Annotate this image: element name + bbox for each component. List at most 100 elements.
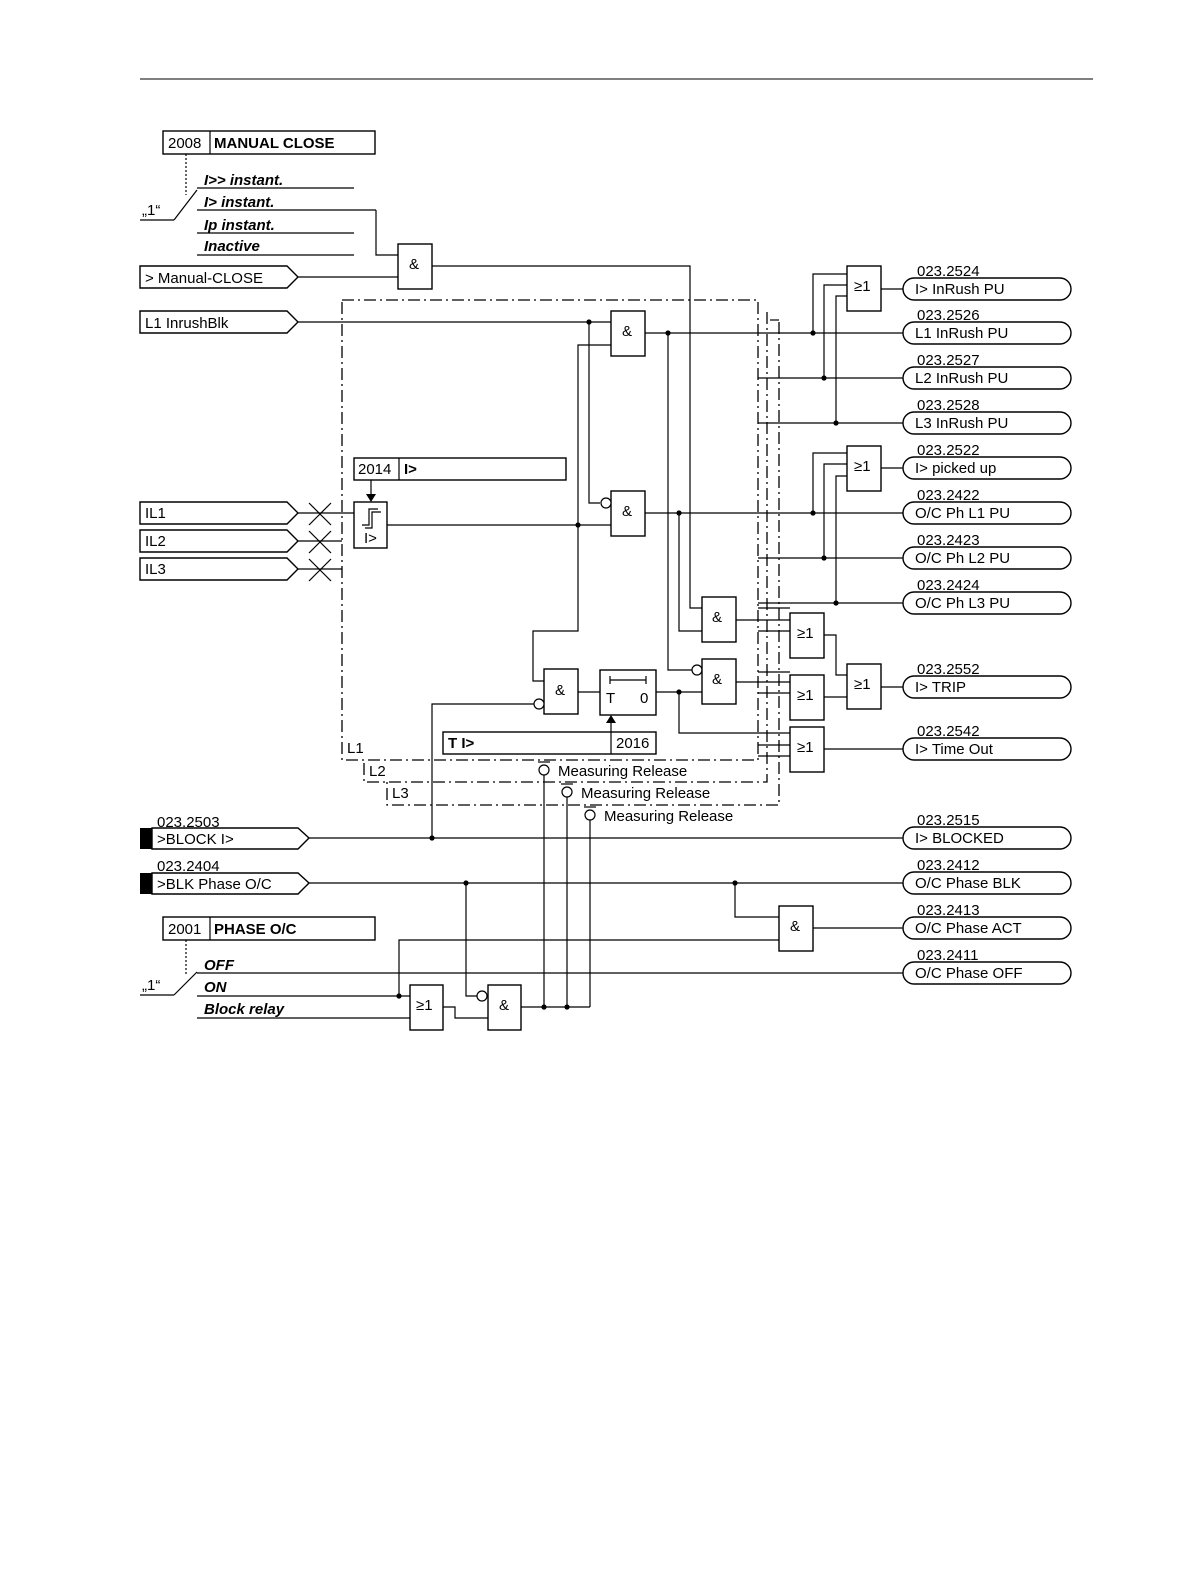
gate-symbol: ≥1	[854, 278, 871, 295]
output-address: 023.2526	[917, 307, 980, 324]
or-gate-phase-trip: ≥1 ≥1 ≥1	[789, 612, 903, 773]
delay-name: T I>	[448, 735, 474, 752]
output-pill	[902, 366, 1072, 390]
input-address: 023.2404	[157, 858, 220, 875]
output-pill	[902, 591, 1072, 615]
output-address: 023.2413	[917, 902, 980, 919]
input-il3: IL3	[139, 557, 342, 582]
phase-oc-name: PHASE O/C	[214, 921, 297, 938]
output-address: 023.2524	[917, 263, 980, 280]
phase-frames: L1 L2 L3	[341, 299, 780, 806]
manual-close-opt-3: Inactive	[204, 238, 260, 255]
output-pill	[902, 546, 1072, 570]
input-block-i: 023.2503 >BLOCK I>	[140, 814, 903, 850]
input-label: IL1	[145, 505, 166, 522]
output-pill	[902, 961, 1072, 985]
input-manual-close: > Manual-CLOSE	[139, 265, 398, 289]
output-address: 023.2552	[917, 661, 980, 678]
phase-stubs	[758, 319, 903, 757]
input-label: > Manual-CLOSE	[145, 270, 263, 287]
output-address: 023.2542	[917, 723, 980, 740]
and-gate-timer: &	[555, 682, 565, 699]
input-address: 023.2503	[157, 814, 220, 831]
or-gate-inrush: ≥1	[810, 265, 903, 426]
input-label: L1 InrushBlk	[145, 315, 229, 332]
input-blk-phase: 023.2404 >BLK Phase O/C	[140, 858, 903, 1002]
phase-oc-opt-2: Block relay	[204, 1001, 285, 1018]
manual-close-number: 2008	[168, 135, 201, 152]
and-gate-trip-2: &	[712, 671, 722, 688]
output-pill	[902, 277, 1072, 301]
threshold-number: 2014	[358, 461, 391, 478]
phase-label-l1: L1	[347, 740, 364, 757]
output-pill	[902, 871, 1072, 895]
and-gate-manual-close: &	[397, 243, 702, 609]
measuring-release-l2: Measuring Release	[581, 785, 710, 802]
phase-label-l3: L3	[392, 785, 409, 802]
threshold-symbol: I>	[364, 530, 377, 547]
output-label: L2 InRush PU	[915, 370, 1008, 387]
output-address: 023.2528	[917, 397, 980, 414]
input-label: IL2	[145, 533, 166, 550]
output-pill	[902, 501, 1072, 525]
input-l1-inrushblk: L1 InrushBlk	[139, 310, 611, 334]
manual-close-opt-2: Ip instant.	[204, 217, 275, 234]
and-gate-pickup: &	[622, 503, 632, 520]
internal-wiring: & & & T 0 & &	[431, 310, 903, 838]
input-il1: IL1	[139, 501, 354, 526]
phase-oc-opt-1: ON	[204, 979, 228, 996]
timer-0: 0	[640, 690, 648, 707]
and-gate-phase-act: &	[790, 918, 800, 935]
input-il2: IL2	[139, 529, 342, 554]
and-gate-release: &	[499, 997, 509, 1014]
output-address: 023.2527	[917, 352, 980, 369]
output-label: L1 InRush PU	[915, 325, 1008, 342]
output-pill	[902, 737, 1072, 761]
gate-symbol: ≥1	[854, 458, 871, 475]
output-label: O/C Phase ACT	[915, 920, 1022, 937]
output-pill	[902, 411, 1072, 435]
measuring-release-l1: Measuring Release	[558, 763, 687, 780]
output-pill	[902, 916, 1072, 940]
gate-symbol: ≥1	[797, 739, 814, 756]
or-gate-trip: ≥1	[846, 663, 903, 710]
output-address: 023.2422	[917, 487, 980, 504]
output-label: O/C Ph L1 PU	[915, 505, 1010, 522]
output-address: 023.2423	[917, 532, 980, 549]
gate-symbol: ≥1	[797, 687, 814, 704]
threshold-element: I>	[353, 501, 611, 549]
threshold-param: 2014 I>	[353, 457, 567, 502]
output-address: 023.2515	[917, 812, 980, 829]
phase-oc-param: 2001 PHASE O/C „1“ OFF ON Block relay	[140, 916, 903, 1019]
output-address: 023.2412	[917, 857, 980, 874]
manual-close-param: 2008 MANUAL CLOSE „1“ I>> instant. I> in…	[140, 130, 398, 256]
phase-oc-opt-0: OFF	[204, 957, 235, 974]
gate-symbol: ≥1	[797, 625, 814, 642]
input-label: >BLK Phase O/C	[157, 876, 272, 893]
output-label: I> InRush PU	[915, 281, 1005, 298]
manual-close-name: MANUAL CLOSE	[214, 135, 335, 152]
manual-close-opt-0: I>> instant.	[204, 172, 283, 189]
output-label: I> Time Out	[915, 741, 994, 758]
output-address: 023.2522	[917, 442, 980, 459]
output-label: O/C Phase OFF	[915, 965, 1023, 982]
delay-param: T I> 2016	[442, 731, 657, 755]
output-label: O/C Ph L3 PU	[915, 595, 1010, 612]
phase-oc-default: „1“	[142, 977, 160, 994]
measuring-release-l3: Measuring Release	[604, 808, 733, 825]
output-label: O/C Phase BLK	[915, 875, 1021, 892]
